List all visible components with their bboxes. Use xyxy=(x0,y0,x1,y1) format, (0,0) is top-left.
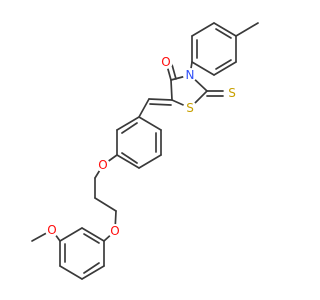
nitrogen-label: N xyxy=(186,68,195,82)
methylidene-linker xyxy=(138,98,173,118)
thiazolidinone-ring xyxy=(165,60,224,109)
ether-oxygen-upper-label: O xyxy=(98,158,107,172)
ether-oxygen-lower-label: O xyxy=(110,224,119,238)
thione-sulfur-label: S xyxy=(228,86,236,100)
methoxyphenyl-ring xyxy=(31,227,105,280)
carbonyl-oxygen-label: O xyxy=(161,55,170,69)
methyl-bond xyxy=(235,22,259,37)
tolyl-ring xyxy=(191,22,259,76)
methoxy-oxygen-label: O xyxy=(47,223,56,237)
central-benzene-ring xyxy=(116,116,162,169)
ring-sulfur-label: S xyxy=(186,101,194,115)
label-masks xyxy=(45,55,239,238)
chemical-structure-diagram: N O S S O O O xyxy=(31,22,259,280)
atom-labels: N O S S O O O xyxy=(47,55,236,238)
